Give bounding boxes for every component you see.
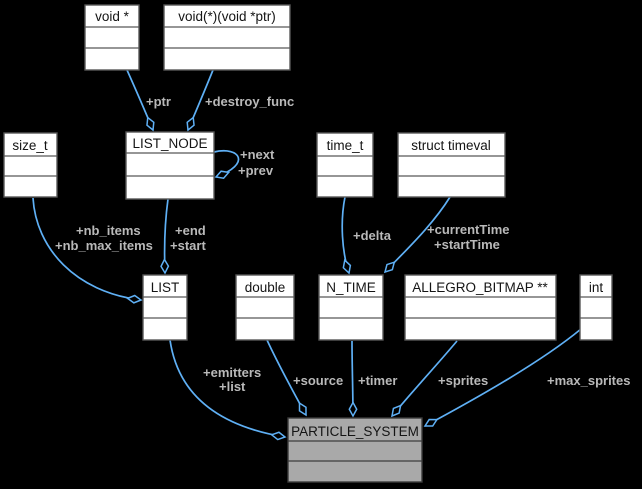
- edge-label-current-time: +currentTime: [427, 222, 510, 237]
- edge-label-destroy-func: +destroy_func: [205, 94, 294, 109]
- class-node-list-node[interactable]: LIST_NODE: [125, 131, 215, 200]
- node-box[interactable]: [84, 4, 140, 71]
- edge-destroy-func: +destroy_func: [186, 69, 294, 132]
- class-name: ALLEGRO_BITMAP **: [412, 280, 548, 295]
- edge-label-max-sprites: +max_sprites: [547, 373, 630, 388]
- edge-line-next-prev: [213, 150, 240, 179]
- class-node-time-t[interactable]: time_t: [316, 132, 374, 198]
- node-box[interactable]: [316, 132, 374, 198]
- edge-label-delta: +delta: [353, 228, 392, 243]
- node-box[interactable]: [163, 4, 291, 71]
- edge-label-nb-items: +nb_items: [76, 223, 141, 238]
- edge-label-start-time: +startTime: [434, 237, 500, 252]
- edge-label-end: +end: [175, 223, 206, 238]
- edge-label-nb-max-items: +nb_max_items: [55, 238, 153, 253]
- edge-nb-items: +nb_items +nb_max_items: [32, 197, 153, 304]
- class-name: LIST_NODE: [132, 136, 207, 151]
- edge-max-sprites: +max_sprites: [423, 328, 630, 427]
- node-box[interactable]: [3, 132, 58, 198]
- edge-next-prev: +next +prev: [213, 147, 275, 179]
- edge-line-destroy-func: [186, 69, 214, 132]
- node-box[interactable]: [397, 132, 506, 198]
- edge-timer: +timer: [348, 340, 397, 418]
- class-name: PARTICLE_SYSTEM: [291, 424, 419, 439]
- edge-line-emitters-list: [169, 339, 287, 441]
- edge-line-nb-items: [32, 197, 143, 304]
- class-name: int: [589, 280, 604, 295]
- edge-label-prev: +prev: [238, 163, 274, 178]
- class-name: LIST: [151, 280, 180, 295]
- class-name: double: [245, 280, 286, 295]
- node-box[interactable]: [404, 274, 557, 341]
- edge-line-delta: [341, 196, 352, 275]
- edge-label-list: +list: [219, 379, 246, 394]
- edge-end-start: +end +start: [160, 198, 206, 275]
- edge-line-source: [266, 339, 307, 417]
- edge-line-ptr: [126, 69, 155, 132]
- class-name: time_t: [327, 138, 364, 153]
- class-node-list[interactable]: LIST: [142, 274, 188, 341]
- edge-source: +source: [266, 339, 343, 417]
- class-name: void(*)(void *ptr): [178, 9, 276, 24]
- edge-delta: +delta: [341, 196, 392, 275]
- class-node-allegro-bitmap[interactable]: ALLEGRO_BITMAP **: [404, 274, 557, 341]
- edge-sprites: +sprites: [391, 340, 488, 418]
- class-name: N_TIME: [326, 280, 376, 295]
- edge-label-ptr: +ptr: [146, 94, 171, 109]
- node-box[interactable]: [579, 274, 613, 341]
- edge-label-source: +source: [293, 373, 343, 388]
- class-node-void-ptr[interactable]: void *: [84, 4, 140, 71]
- class-node-particle-system: PARTICLE_SYSTEM: [287, 417, 423, 483]
- node-box[interactable]: [142, 274, 188, 341]
- class-node-int[interactable]: int: [579, 274, 613, 341]
- edge-label-sprites: +sprites: [438, 373, 488, 388]
- class-name: struct timeval: [411, 138, 491, 153]
- edge-label-emitters: +emitters: [203, 365, 261, 380]
- class-node-n-time[interactable]: N_TIME: [318, 274, 384, 341]
- node-box: [287, 417, 423, 483]
- edge-label-timer: +timer: [358, 373, 397, 388]
- node-box[interactable]: [318, 274, 384, 341]
- edge-line-sprites: [391, 340, 458, 418]
- class-node-double[interactable]: double: [235, 274, 295, 341]
- edge-emitters-list: +emitters +list: [169, 339, 287, 441]
- edge-ptr: +ptr: [126, 69, 171, 132]
- edge-line-end-start: [160, 198, 170, 275]
- class-name: void *: [95, 9, 130, 24]
- edge-label-start: +start: [170, 238, 206, 253]
- node-box[interactable]: [235, 274, 295, 341]
- class-node-destroy-func-type[interactable]: void(*)(void *ptr): [163, 4, 291, 71]
- edge-line-timer: [348, 340, 358, 418]
- edge-line-current-time: [383, 196, 451, 274]
- edge-label-next: +next: [240, 147, 275, 162]
- edge-line-max-sprites: [423, 328, 582, 427]
- edge-current-time: +currentTime +startTime: [383, 196, 510, 274]
- class-name: size_t: [12, 138, 48, 153]
- class-node-size-t[interactable]: size_t: [3, 132, 58, 198]
- class-node-struct-timeval[interactable]: struct timeval: [397, 132, 506, 198]
- node-box[interactable]: [125, 131, 215, 200]
